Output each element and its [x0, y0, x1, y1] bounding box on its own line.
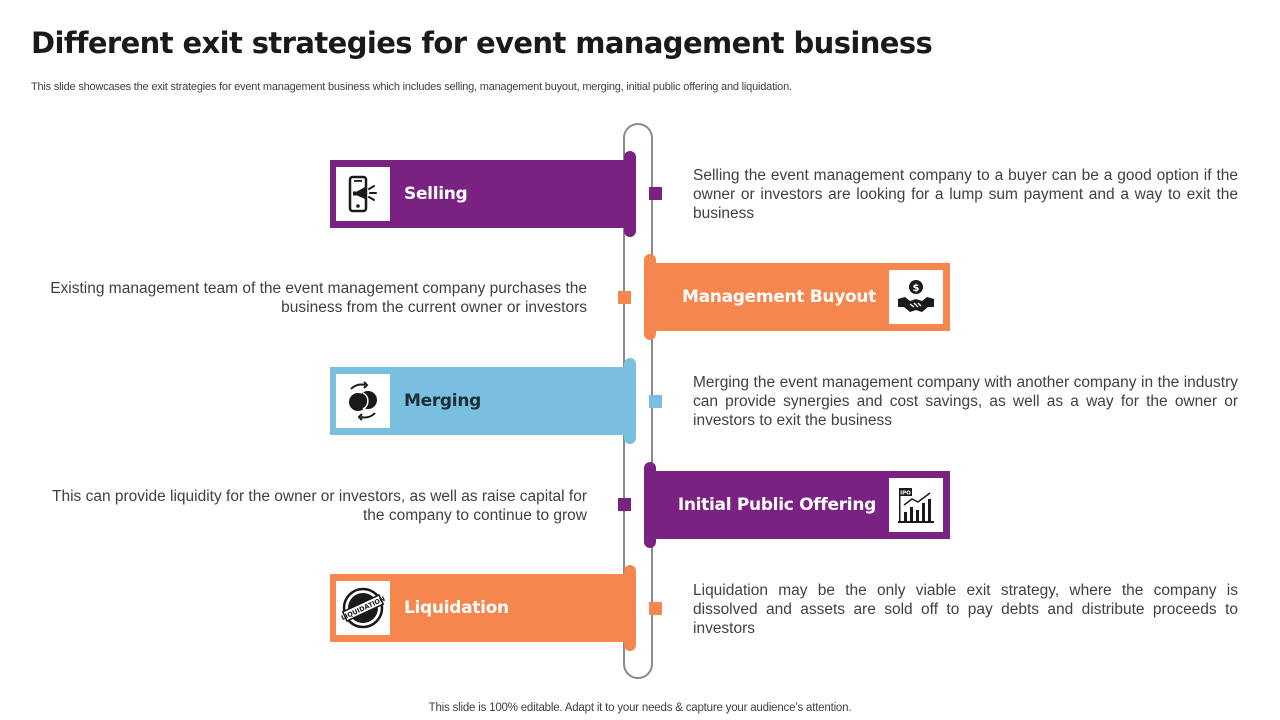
page-footer: This slide is 100% editable. Adapt it to…	[428, 702, 852, 714]
timeline-marker	[618, 291, 631, 304]
strategy-description-merging: Merging the event management company wit…	[693, 374, 1238, 429]
page-subtitle: This slide showcases the exit strategies…	[31, 81, 792, 93]
strategy-banner-merging: Merging	[330, 358, 636, 444]
banner-cap	[624, 565, 636, 651]
page-title: Different exit strategies for event mana…	[31, 26, 933, 60]
timeline-marker	[649, 602, 662, 615]
banner-cap	[644, 462, 656, 548]
strategy-label-liquidation: Liquidation	[404, 598, 509, 618]
timeline-marker	[649, 187, 662, 200]
ipo-icon-text: IPO	[900, 491, 911, 497]
strategy-banner-liquidation: LIQUIDATION Liquidation	[330, 565, 636, 651]
handshake-dollar-icon: $	[889, 270, 943, 324]
ipo-chart-icon: IPO	[889, 478, 943, 532]
megaphone-phone-icon	[336, 167, 390, 221]
svg-text:$: $	[913, 283, 920, 294]
strategy-description-management-buyout: Existing management team of the event ma…	[50, 280, 587, 316]
strategy-banner-initial-public-offering: Initial Public Offering IPO	[644, 462, 950, 548]
banner-cap	[624, 358, 636, 444]
banner-cap	[644, 254, 656, 340]
banner-cap	[624, 151, 636, 237]
strategy-description-initial-public-offering: This can provide liquidity for the owner…	[52, 488, 587, 524]
timeline-marker	[618, 498, 631, 511]
strategy-label-selling: Selling	[404, 184, 468, 204]
strategy-description-selling: Selling the event management company to …	[693, 167, 1238, 222]
strategy-label-management-buyout: Management Buyout	[681, 287, 876, 307]
timeline-marker	[649, 395, 662, 408]
strategy-label-initial-public-offering: Initial Public Offering	[677, 495, 876, 515]
merge-circles-icon	[336, 374, 390, 428]
liquidation-stamp-icon: LIQUIDATION	[336, 581, 390, 635]
strategy-description-liquidation: Liquidation may be the only viable exit …	[693, 582, 1238, 637]
strategy-banner-selling: Selling	[330, 151, 636, 237]
strategy-banner-management-buyout: Management Buyout $	[644, 254, 950, 340]
strategy-label-merging: Merging	[404, 391, 481, 411]
